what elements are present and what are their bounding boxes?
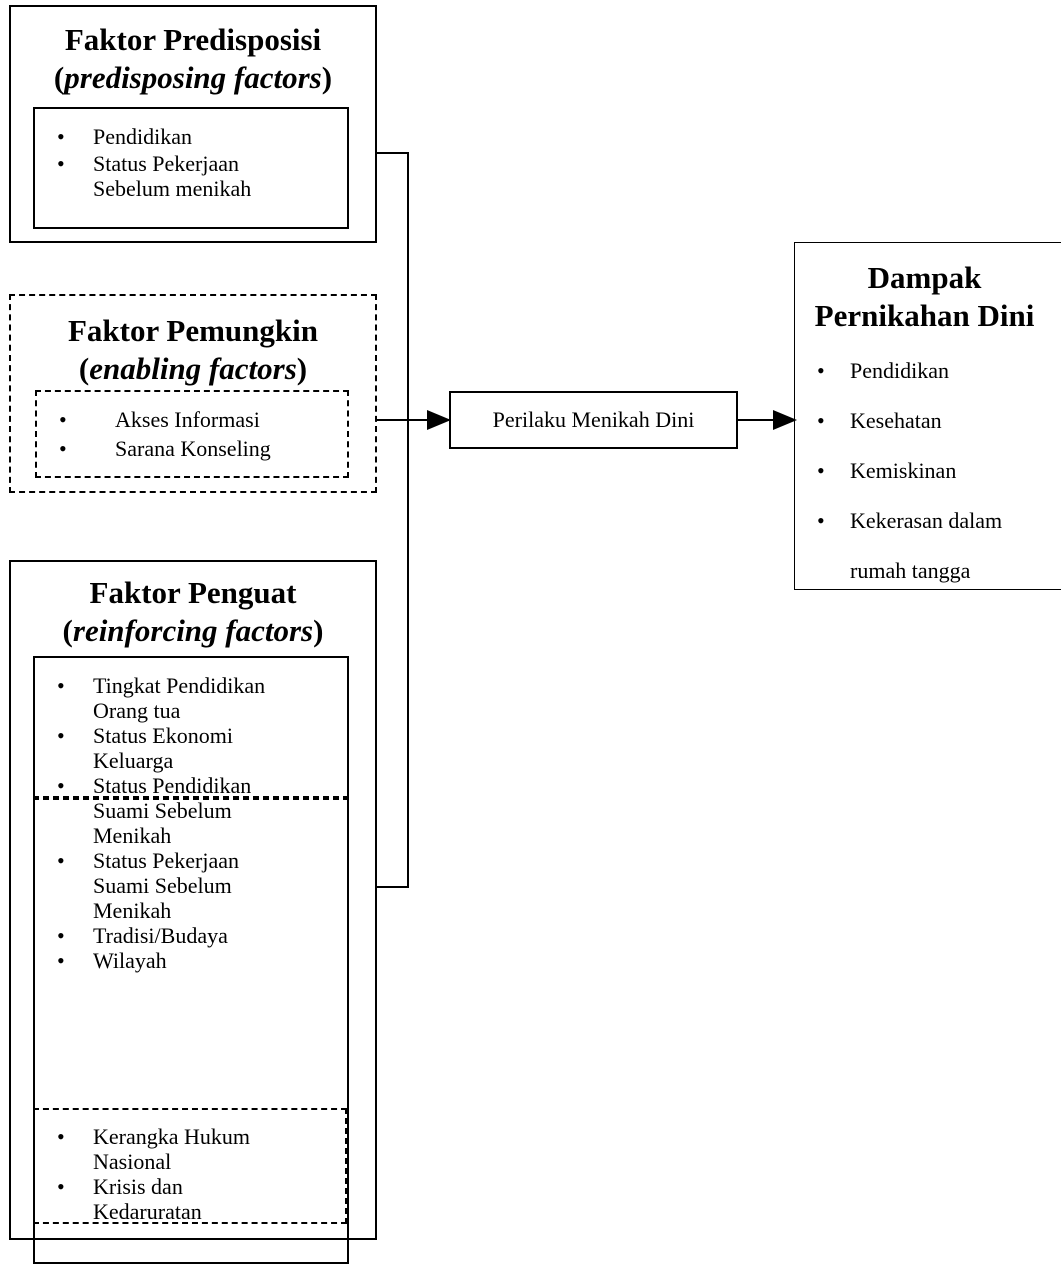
impact-list: Pendidikan Kesehatan Kemiskinan Kekerasa… <box>795 346 1061 596</box>
reinforcing-title-text: Faktor Penguat <box>89 575 297 610</box>
behavior-label: Perilaku Menikah Dini <box>492 407 695 432</box>
connector-lines <box>376 152 797 888</box>
legal-crisis-list: Kerangka Hukum Nasional Krisis dan Kedar… <box>35 1124 345 1224</box>
impact-title: Dampak Pernikahan Dini <box>795 259 1054 335</box>
enabling-factors-box: Faktor Pemungkin (enabling factors) Akse… <box>9 294 377 493</box>
enabling-list: Akses Informasi Sarana Konseling <box>37 407 347 461</box>
reinforcing-title: Faktor Penguat (reinforcing factors) <box>11 574 375 650</box>
predisposing-factors-box: Faktor Predisposisi (predisposing factor… <box>9 5 377 243</box>
list-item: Pendidikan <box>795 346 1061 396</box>
reinforcing-factors-box: Faktor Penguat (reinforcing factors) Tin… <box>9 560 377 1264</box>
list-item: Kesehatan <box>795 396 1061 446</box>
list-item: Tingkat Pendidikan Orang tua <box>35 673 347 723</box>
list-item: Krisis dan Kedaruratan <box>35 1174 345 1224</box>
impact-title-line2: Pernikahan Dini <box>814 298 1035 333</box>
list-item: Kerangka Hukum Nasional <box>35 1124 345 1174</box>
predisposing-title-text: Faktor Predisposisi <box>64 22 322 57</box>
enabling-subtitle-text: enabling factors <box>89 351 297 386</box>
reinforcing-list-box: Tingkat Pendidikan Orang tua Status Ekon… <box>33 656 349 1264</box>
predisposing-subtitle: (predisposing factors) <box>53 60 333 95</box>
reinforcing-dashed-list-box <box>33 796 349 800</box>
predisposing-connector <box>376 152 409 888</box>
list-item: Status Pendidikan Suami Sebelum Menikah <box>35 773 347 848</box>
impact-box: Dampak Pernikahan Dini Pendidikan Keseha… <box>794 242 1061 590</box>
list-item: Akses Informasi <box>37 407 347 432</box>
list-item: Pendidikan <box>35 124 347 149</box>
list-item: Status Pekerjaan Sebelum menikah <box>35 151 347 201</box>
list-item: Status Pekerjaan Suami Sebelum Menikah <box>35 848 347 923</box>
list-item: Status Ekonomi Keluarga <box>35 723 347 773</box>
list-item: Tradisi/Budaya <box>35 923 347 948</box>
predisposing-list: Pendidikan Status Pekerjaan Sebelum meni… <box>35 124 347 201</box>
list-item: Kekerasan dalam rumah tangga <box>795 496 1061 596</box>
enabling-list-box: Akses Informasi Sarana Konseling <box>35 390 349 478</box>
predisposing-subtitle-text: predisposing factors <box>64 60 322 95</box>
reinforcing-subtitle-text: reinforcing factors <box>72 613 314 648</box>
legal-crisis-list-box: Kerangka Hukum Nasional Krisis dan Kedar… <box>33 1108 347 1224</box>
enabling-subtitle: (enabling factors) <box>78 351 308 386</box>
list-item: Sarana Konseling <box>37 436 347 461</box>
list-item: Wilayah <box>35 948 347 973</box>
list-item: Kemiskinan <box>795 446 1061 496</box>
behavior-box: Perilaku Menikah Dini <box>449 391 738 449</box>
impact-title-line1: Dampak <box>867 260 982 295</box>
enabling-title: Faktor Pemungkin (enabling factors) <box>11 312 375 388</box>
reinforcing-list: Tingkat Pendidikan Orang tua Status Ekon… <box>35 673 347 973</box>
enabling-title-text: Faktor Pemungkin <box>67 313 319 348</box>
predisposing-title: Faktor Predisposisi (predisposing factor… <box>11 21 375 97</box>
predisposing-list-box: Pendidikan Status Pekerjaan Sebelum meni… <box>33 107 349 229</box>
reinforcing-subtitle: (reinforcing factors) <box>62 613 324 648</box>
